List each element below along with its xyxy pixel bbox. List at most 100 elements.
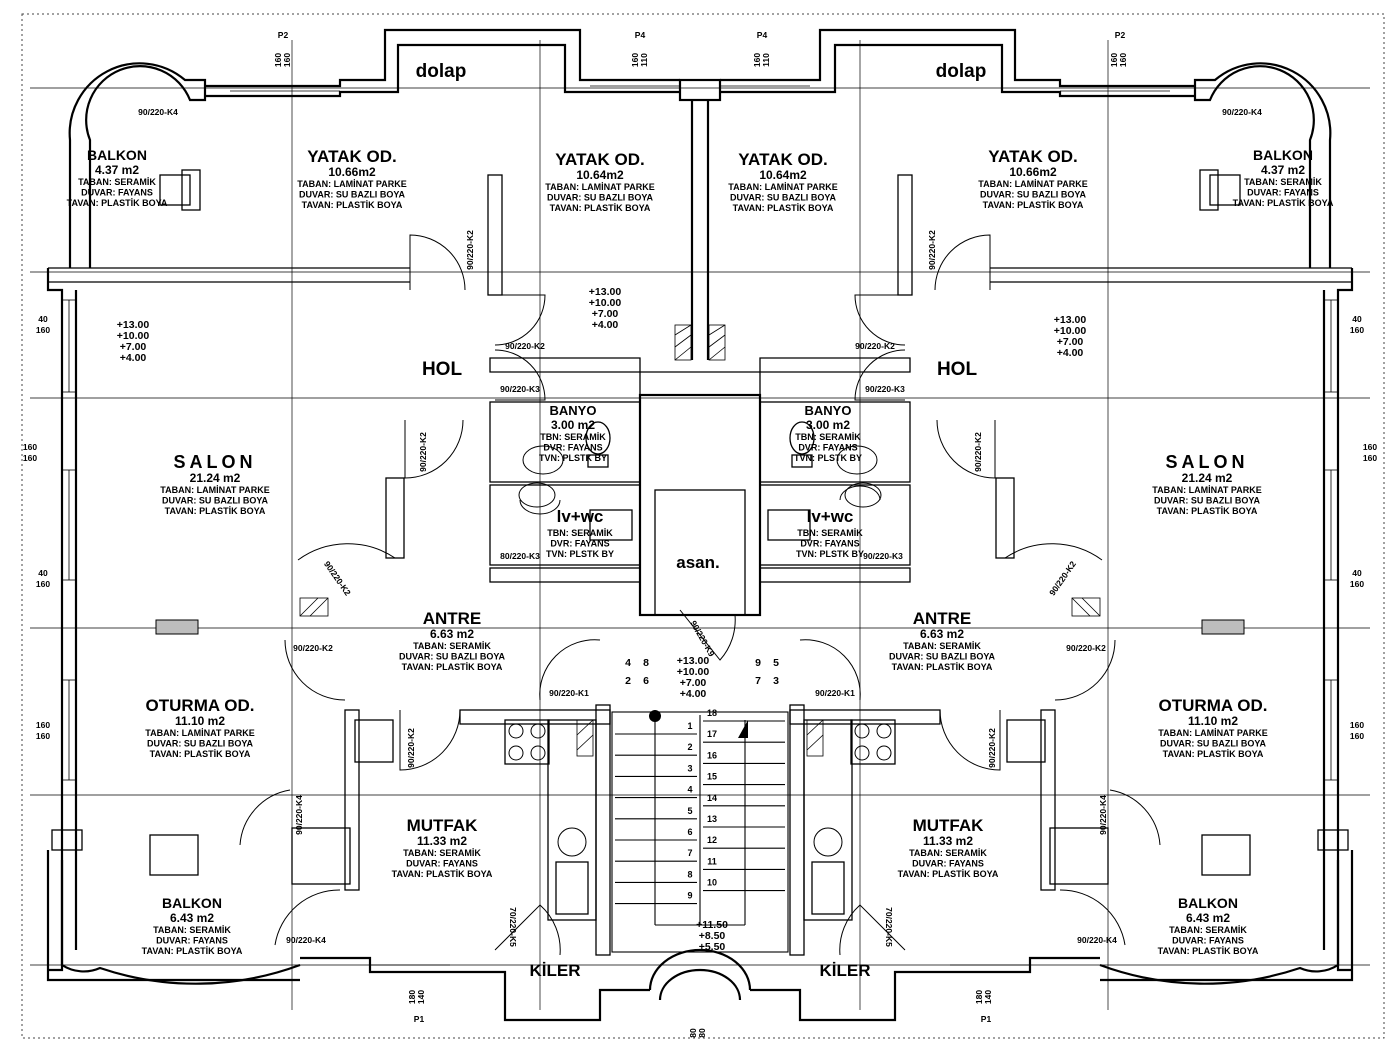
room-name-oturma-left: OTURMA OD. (146, 696, 255, 715)
window-dim-left: 160 (36, 579, 50, 589)
room-finish-balkon-top-right: DUVAR: FAYANS (1247, 188, 1319, 198)
stair-step-number: 15 (707, 772, 717, 782)
room-finish-yatak-3: TAVAN: PLASTİK BOYA (733, 203, 834, 213)
room-finish-lvwc-right: TBN: SERAMİK (797, 528, 863, 538)
room-area-banyo-left: 3.00 m2 (551, 418, 595, 432)
window-dim-top: 110 (761, 53, 771, 67)
room-finish-balkon-top-left: DUVAR: FAYANS (81, 188, 153, 198)
door-label-2: 90/220-K2 (465, 230, 475, 270)
elevation-landing: +7.00 (680, 677, 707, 689)
flat-number: 9 (755, 657, 761, 669)
room-finish-balkon-bottom-right: TABAN: SERAMİK (1169, 925, 1247, 935)
door-label-11: 90/220-K3 (863, 551, 903, 561)
room-finish-salon-left: DUVAR: SU BAZLI BOYA (162, 496, 269, 506)
window-dim-right: 160 (1363, 442, 1377, 452)
elevation-stair: +5.50 (699, 941, 726, 953)
room-finish-oturma-right: TAVAN: PLASTİK BOYA (1163, 749, 1264, 759)
room-area-yatak-1: 10.66m2 (328, 165, 376, 179)
window-dim-right: 160 (1350, 720, 1364, 730)
axis-label-p2-right: P2 (1115, 30, 1126, 40)
room-finish-mutfak-right: DUVAR: FAYANS (912, 859, 984, 869)
room-finish-mutfak-right: TAVAN: PLASTİK BOYA (898, 869, 999, 879)
elevation-upper-1: +13.00 (589, 286, 622, 298)
room-finish-balkon-top-right: TABAN: SERAMİK (1244, 177, 1322, 187)
elevation-stair: +11.50 (696, 919, 728, 931)
elevation-landing: +10.00 (677, 666, 710, 678)
room-area-antre-right: 6.63 m2 (920, 627, 964, 641)
room-name-banyo-right: BANYO (805, 403, 852, 418)
room-name-antre-right: ANTRE (913, 609, 972, 628)
window-dim-bottom: 180 (974, 990, 984, 1004)
room-area-banyo-right: 3.00 m2 (806, 418, 850, 432)
room-finish-balkon-bottom-right: DUVAR: FAYANS (1172, 936, 1244, 946)
stair-step-number: 18 (707, 708, 717, 718)
window-dim-right: 40 (1352, 568, 1362, 578)
door-label-0: 90/220-K4 (138, 107, 178, 117)
axis-label-p2-left: P2 (278, 30, 289, 40)
room-finish-oturma-left: TABAN: LAMİNAT PARKE (145, 728, 255, 738)
dolap-label-right: dolap (936, 61, 987, 82)
stair-step-number: 13 (707, 814, 717, 824)
elevation-upper-2: +7.00 (1057, 336, 1084, 348)
window-dim-top: 160 (1118, 53, 1128, 67)
elevation-upper-0: +7.00 (120, 341, 147, 353)
room-finish-banyo-right: TBN: SERAMİK (795, 432, 861, 442)
room-finish-yatak-3: TABAN: LAMİNAT PARKE (728, 182, 838, 192)
elevation-stair: +8.50 (699, 930, 726, 942)
room-area-salon-right: 21.24 m2 (1182, 471, 1233, 485)
flat-number: 5 (773, 657, 779, 669)
elevation-upper-1: +10.00 (589, 297, 622, 309)
stair-step-number: 4 (687, 785, 692, 795)
door-label-12: 90/220-K2 (322, 559, 353, 597)
room-finish-banyo-left: DVR: FAYANS (543, 443, 602, 453)
axis-label-p4-right: P4 (757, 30, 768, 40)
room-finish-banyo-right: DVR: FAYANS (798, 443, 857, 453)
room-area-antre-left: 6.63 m2 (430, 627, 474, 641)
elevation-landing: +4.00 (680, 688, 707, 700)
room-finish-lvwc-left: DVR: FAYANS (550, 539, 609, 549)
dolap-label-left: dolap (416, 61, 467, 82)
door-label-1: 90/220-K4 (1222, 107, 1262, 117)
stair-step-number: 17 (707, 729, 717, 739)
room-finish-oturma-left: DUVAR: SU BAZLI BOYA (147, 739, 254, 749)
door-label-6: 90/220-K3 (500, 384, 540, 394)
flat-number: 4 (625, 657, 631, 669)
room-name-banyo-left: BANYO (550, 403, 597, 418)
door-label-14: 90/220-K2 (293, 643, 333, 653)
room-finish-yatak-1: TABAN: LAMİNAT PARKE (297, 179, 407, 189)
stair-step-number: 9 (687, 891, 692, 901)
staircase[interactable] (611, 710, 789, 953)
room-finish-oturma-right: DUVAR: SU BAZLI BOYA (1160, 739, 1267, 749)
room-area-yatak-3: 10.64m2 (759, 168, 807, 182)
window-dim-bottom: 80 (697, 1028, 707, 1038)
elevation-labels: +13.00+10.00+7.00+4.00+13.00+10.00+7.00+… (117, 286, 1087, 953)
door-swings (239, 234, 1161, 956)
room-name-antre-left: ANTRE (423, 609, 482, 628)
window-dim-top: 160 (630, 53, 640, 67)
stair-step-number: 11 (707, 856, 717, 866)
room-finish-mutfak-left: TABAN: SERAMİK (403, 848, 481, 858)
stair-step-number: 2 (687, 742, 692, 752)
stair-step-number: 1 (687, 721, 692, 731)
window-dim-top: 160 (1109, 53, 1119, 67)
elevation-upper-1: +7.00 (592, 308, 619, 320)
stair-step-number: 10 (707, 878, 717, 888)
door-label-17: 90/220-K1 (815, 688, 855, 698)
room-finish-oturma-left: TAVAN: PLASTİK BOYA (150, 749, 251, 759)
room-name-balkon-top-right: BALKON (1253, 147, 1313, 163)
stair-step-number: 6 (687, 827, 692, 837)
hol-label-left: HOL (422, 359, 463, 380)
room-finish-salon-right: TABAN: LAMİNAT PARKE (1152, 485, 1262, 495)
elevator-label: asan. (676, 553, 719, 572)
room-name-lvwc-left: lv+wc (557, 507, 604, 526)
room-finish-banyo-left: TVN: PLSTK BY (539, 453, 607, 463)
window-dim-right: 160 (1350, 731, 1364, 741)
window-dim-bottom: 140 (416, 990, 426, 1004)
room-finish-balkon-bottom-left: TABAN: SERAMİK (153, 925, 231, 935)
